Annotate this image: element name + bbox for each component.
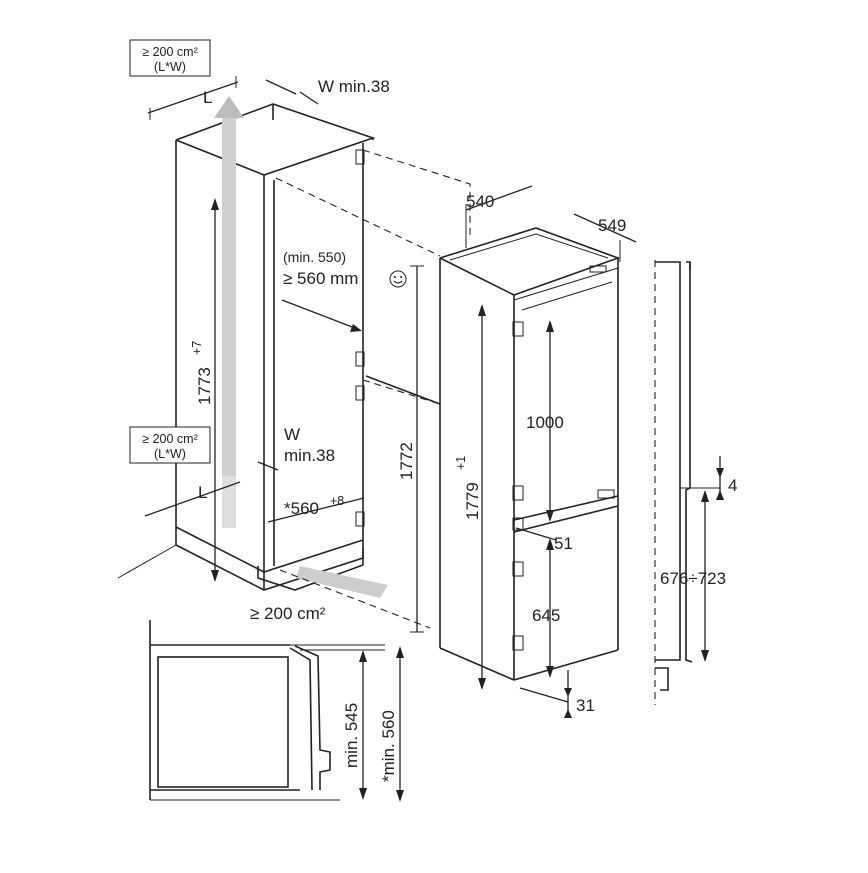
dim-door-gap: (min. 550) ≥ 560 mm xyxy=(281,249,407,332)
svg-text:(L*W): (L*W) xyxy=(154,60,186,74)
side-profile xyxy=(654,260,720,705)
vent-top-label: ≥ 200 cm² (L*W) xyxy=(129,39,211,77)
dim-fridge-height: 1000 xyxy=(526,320,564,522)
svg-text:1773: 1773 xyxy=(195,367,214,405)
svg-text:W: W xyxy=(284,425,300,444)
svg-text:*min. 560: *min. 560 xyxy=(379,710,398,782)
dim-unit-height: 1772 xyxy=(397,265,424,633)
svg-text:+1: +1 xyxy=(454,456,468,470)
svg-text:+7: +7 xyxy=(190,341,204,355)
airflow-up-arrow xyxy=(214,96,244,528)
svg-text:≥ 200 cm²: ≥ 200 cm² xyxy=(142,432,198,446)
svg-text:676÷723: 676÷723 xyxy=(660,569,726,588)
dim-depth-549: 549 xyxy=(573,213,637,262)
svg-text:+8: +8 xyxy=(330,494,344,508)
airflow-in-arrow xyxy=(296,566,388,598)
dim-min-545: min. 545 xyxy=(342,650,367,800)
plan-detail xyxy=(149,620,385,801)
dim-W-mid: W min.38 xyxy=(257,425,335,471)
dim-range: 676÷723 xyxy=(660,490,726,662)
dim-niche-height: 1773 +7 xyxy=(190,198,219,582)
svg-text:*560: *560 xyxy=(284,499,319,518)
svg-text:1000: 1000 xyxy=(526,413,564,432)
vent-bottom-label: ≥ 200 cm² xyxy=(250,604,326,623)
svg-text:645: 645 xyxy=(532,606,560,625)
projection-lines xyxy=(275,149,471,629)
svg-text:≥ 200 cm²: ≥ 200 cm² xyxy=(142,45,198,59)
svg-text:(min. 550): (min. 550) xyxy=(283,249,346,265)
svg-text:31: 31 xyxy=(576,696,595,715)
dim-total-height: 1779 +1 xyxy=(454,304,486,690)
svg-text:(L*W): (L*W) xyxy=(154,447,186,461)
svg-text:L: L xyxy=(203,88,212,107)
dim-width-540: 540 xyxy=(465,185,533,248)
svg-text:L: L xyxy=(198,483,207,502)
vent-mid-label: ≥ 200 cm² (L*W) xyxy=(129,426,211,464)
dim-offset-4: 4 xyxy=(716,456,737,500)
dim-W-top: W min.38 xyxy=(265,77,390,105)
dim-gap-31: 31 xyxy=(519,670,595,718)
dim-niche-width: *560 +8 xyxy=(267,494,365,523)
niche-cabinet xyxy=(117,103,376,591)
dim-freezer-height: 645 xyxy=(532,538,560,678)
svg-text:W min.38: W min.38 xyxy=(318,77,390,96)
svg-text:min. 545: min. 545 xyxy=(342,703,361,768)
appliance xyxy=(439,227,621,681)
svg-text:549: 549 xyxy=(598,216,626,235)
dim-L-top: L xyxy=(147,76,239,120)
dim-min-560: *min. 560 xyxy=(379,646,404,802)
svg-text:540: 540 xyxy=(466,192,494,211)
svg-text:1779: 1779 xyxy=(463,482,482,520)
svg-text:51: 51 xyxy=(554,534,573,553)
svg-text:1772: 1772 xyxy=(397,442,416,480)
svg-text:≥ 560 mm: ≥ 560 mm xyxy=(283,269,358,288)
dim-gap-51: 51 xyxy=(515,527,573,553)
svg-text:min.38: min.38 xyxy=(284,446,335,465)
dim-L-bottom: L xyxy=(144,481,241,517)
smile-icon xyxy=(389,270,407,288)
svg-text:4: 4 xyxy=(728,476,737,495)
